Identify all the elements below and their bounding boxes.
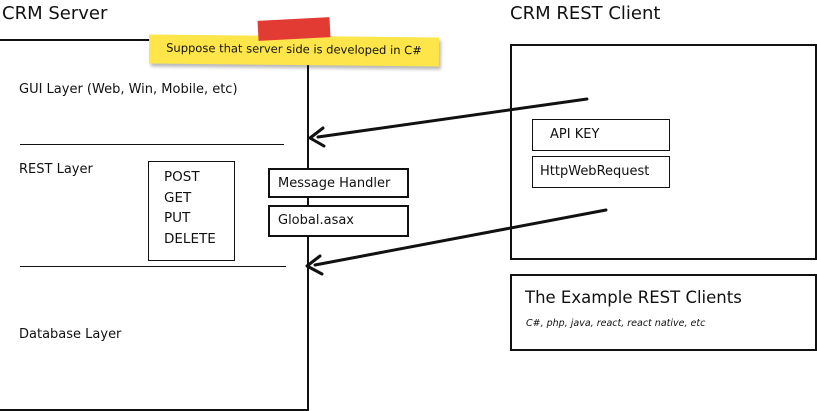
http-methods-box [148,161,235,261]
crm-server-title: CRM Server [2,3,108,24]
crm-rest-client-title: CRM REST Client [510,3,661,24]
example-clients-box [510,274,817,351]
global-asax-box [268,205,409,237]
example-clients-subtitle: C#, php, java, react, react native, etc [526,318,706,329]
http-methods-list: POST GET PUT DELETE [164,167,216,249]
http-request-box [532,156,670,188]
rest-layer-label: REST Layer [19,162,93,177]
http-request-label: HttpWebRequest [540,164,650,179]
message-handler-label: Message Handler [278,176,391,191]
api-key-label: API KEY [550,127,600,142]
database-layer-label: Database Layer [19,327,122,342]
method-get: GET [164,189,192,206]
gui-layer-label: GUI Layer (Web, Win, Mobile, etc) [19,82,238,97]
message-handler-box [268,168,409,198]
method-put: PUT [164,210,191,226]
global-asax-label: Global.asax [278,213,355,228]
method-delete: DELETE [164,230,216,247]
gui-rest-divider [20,144,284,145]
arrow-client-to-server-top [308,97,589,148]
example-clients-title: The Example REST Clients [525,288,742,307]
arrow-client-to-server-bottom [305,208,608,276]
crm-rest-client-box [510,44,817,260]
api-key-box [532,119,670,151]
method-post: POST [164,169,200,185]
rest-db-divider [20,266,286,267]
